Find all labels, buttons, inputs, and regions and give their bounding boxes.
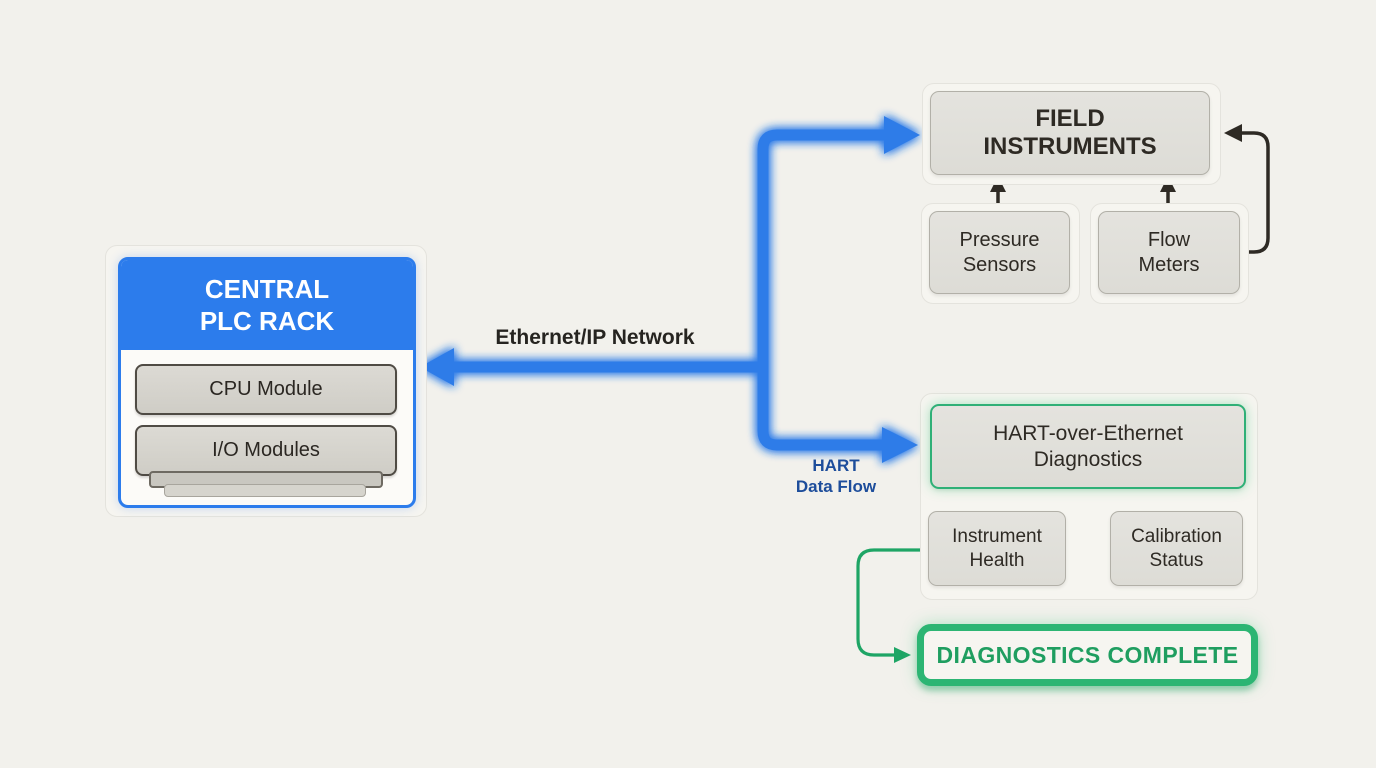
hart-over-ethernet-diagnostics-node: HART-over-Ethernet Diagnostics <box>930 404 1246 489</box>
arrowhead-to-field-instruments <box>884 116 920 154</box>
feedback-arrowhead <box>1224 124 1242 142</box>
ethernet-network-connector <box>420 116 920 463</box>
diagnostics-complete-banner: DIAGNOSTICS COMPLETE <box>917 624 1258 686</box>
plc-rack-title: CENTRAL PLC RACK <box>121 260 413 350</box>
health-to-complete-path <box>856 548 930 657</box>
field-instruments-node: FIELD INSTRUMENTS <box>930 91 1210 175</box>
flow-meters-node: Flow Meters <box>1098 211 1240 294</box>
cpu-module-node: CPU Module <box>135 364 397 415</box>
flow-meters-feedback-loop <box>1238 131 1270 254</box>
central-plc-rack-node: CENTRAL PLC RACK CPU Module I/O Modules <box>118 257 416 508</box>
arrowhead-to-plc-rack <box>420 348 454 386</box>
arrowhead-to-hart-diagnostics <box>882 427 918 463</box>
complete-arrowhead <box>894 647 911 663</box>
io-modules-node: I/O Modules <box>135 425 397 476</box>
calibration-status-node: Calibration Status <box>1110 511 1243 586</box>
pressure-sensors-node: Pressure Sensors <box>929 211 1070 294</box>
ethernet-branch-path <box>757 129 886 451</box>
ethernet-network-label: Ethernet/IP Network <box>495 326 695 349</box>
plc-rack-body: CPU Module I/O Modules <box>121 350 413 502</box>
hart-data-flow-label: HART Data Flow <box>795 456 877 497</box>
rack-tray-lower <box>164 484 366 497</box>
instrument-health-node: Instrument Health <box>928 511 1066 586</box>
